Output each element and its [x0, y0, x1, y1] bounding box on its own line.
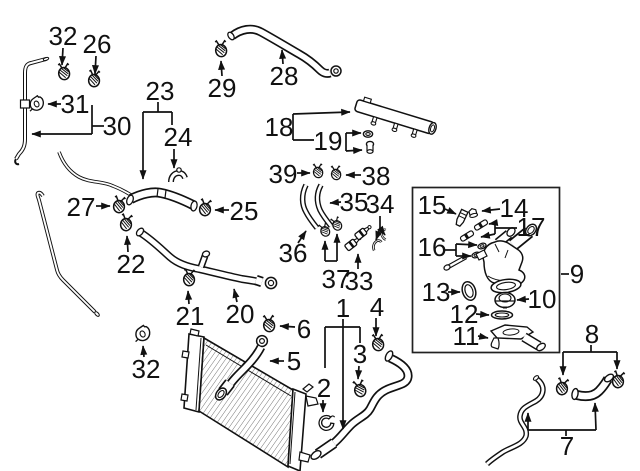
- callout-23-4[interactable]: 23: [146, 76, 175, 106]
- callout-13-34[interactable]: 13: [422, 277, 451, 307]
- leader-line-12-36-0: [475, 310, 490, 318]
- bolt-19-drawing: [365, 140, 375, 154]
- callout-1-25[interactable]: 1: [336, 293, 350, 323]
- callout-7-39[interactable]: 7: [560, 431, 574, 461]
- leader-line-32-0-0: [59, 47, 67, 66]
- fitting-24-drawing: [168, 167, 188, 183]
- callout-17-32[interactable]: 17: [517, 212, 546, 242]
- callout-19-9[interactable]: 19: [314, 126, 343, 156]
- leader-line-3-27-0: [355, 365, 363, 380]
- callout-9-29[interactable]: 9: [570, 259, 584, 289]
- leader-line-29-6-0: [218, 60, 226, 77]
- gasket-13-drawing: [461, 280, 477, 302]
- hose-20-drawing: [135, 227, 278, 290]
- leader-line-11-37-0: [477, 332, 489, 340]
- hose-7b-drawing: [571, 373, 615, 402]
- hoses-35-36-drawing: [299, 183, 334, 230]
- callout-15-30[interactable]: 15: [418, 190, 447, 220]
- callout-10-35[interactable]: 10: [528, 284, 557, 314]
- callout-36-14[interactable]: 36: [279, 238, 308, 268]
- leader-line-18-8-1: [292, 108, 351, 116]
- callout-39-10[interactable]: 39: [269, 159, 298, 189]
- callout-2-28[interactable]: 2: [317, 373, 331, 403]
- leader-line-35-12-0: [329, 198, 342, 206]
- callout-37-15[interactable]: 37: [322, 264, 351, 294]
- callout-5-24[interactable]: 5: [287, 346, 301, 376]
- callout-4-26[interactable]: 4: [370, 292, 384, 322]
- leader-line-15-30-0: [444, 207, 457, 215]
- callout-30-3[interactable]: 30: [103, 111, 132, 141]
- callout-31-2[interactable]: 31: [61, 89, 90, 119]
- leader-line-34-13-2: [377, 225, 386, 236]
- cap-14-drawing: [468, 207, 479, 218]
- callout-18-8[interactable]: 18: [265, 112, 294, 142]
- callout-8-38[interactable]: 8: [585, 319, 599, 349]
- leader-line-26-1-0: [91, 55, 99, 75]
- oring-12-drawing: [490, 310, 514, 320]
- hose-28-drawing: [227, 24, 342, 78]
- callout-16-33[interactable]: 16: [418, 232, 447, 262]
- leader-line-36-14-0: [297, 230, 307, 244]
- callout-21-20[interactable]: 21: [176, 301, 205, 331]
- leader-line-32-22-0: [140, 345, 148, 358]
- leader-line-16-33-2: [455, 241, 478, 249]
- leader-line-6-23-0: [279, 323, 296, 331]
- leader-line-20-21-0: [232, 288, 240, 303]
- thermostat-housing-drawing: [475, 223, 538, 294]
- pipe-30-drawing: [14, 56, 50, 166]
- callout-20-21[interactable]: 20: [226, 299, 255, 329]
- callout-38-11[interactable]: 38: [362, 161, 391, 191]
- callout-6-23[interactable]: 6: [297, 314, 311, 344]
- washer-19-drawing: [362, 130, 374, 138]
- leader-line-28-7-0: [279, 49, 287, 65]
- leader-line-21-20-0: [185, 290, 193, 305]
- outlet-11-drawing: [489, 324, 546, 352]
- connectors-17-drawing: [459, 219, 489, 242]
- hose-7a-drawing: [485, 375, 546, 467]
- thermostat-10-drawing: [494, 291, 516, 309]
- callout-22-19[interactable]: 22: [117, 249, 146, 279]
- pipe-30-lower-drawing: [35, 190, 100, 317]
- hose-1-drawing: [310, 350, 413, 460]
- leader-line-14-31-0: [481, 206, 501, 214]
- callout-14-31[interactable]: 14: [500, 193, 529, 223]
- sensor-15-drawing: [455, 208, 469, 227]
- leader-line-19-9-2: [345, 147, 363, 155]
- callout-12-36[interactable]: 12: [450, 299, 479, 329]
- leader-line-17-32-3: [480, 231, 496, 239]
- callout-3-27[interactable]: 3: [353, 339, 367, 369]
- callout-27-17[interactable]: 27: [67, 192, 96, 222]
- callout-35-12[interactable]: 35: [340, 187, 369, 217]
- callout-25-18[interactable]: 25: [230, 196, 259, 226]
- callout-34-13[interactable]: 34: [366, 189, 395, 219]
- callout-28-7[interactable]: 28: [270, 61, 299, 91]
- callout-24-5[interactable]: 24: [164, 122, 193, 152]
- hose-23-drawing: [57, 151, 198, 212]
- sensors-33-drawing: [344, 225, 372, 252]
- callout-32-0[interactable]: 32: [49, 21, 78, 51]
- callout-29-6[interactable]: 29: [208, 73, 237, 103]
- hose-5-drawing: [214, 334, 269, 401]
- leader-line-10-35-0: [516, 295, 530, 303]
- leader-line-22-19-0: [124, 235, 132, 253]
- callout-26-1[interactable]: 26: [83, 29, 112, 59]
- leader-line-17-32-2: [488, 219, 499, 227]
- callout-32-22[interactable]: 32: [132, 354, 161, 384]
- pipe-18-drawing: [354, 96, 437, 138]
- radiator-drawing: [180, 328, 319, 471]
- callout-33-16[interactable]: 33: [345, 266, 374, 296]
- leader-line-7-39-3: [591, 402, 599, 431]
- callout-11-37[interactable]: 11: [453, 321, 480, 351]
